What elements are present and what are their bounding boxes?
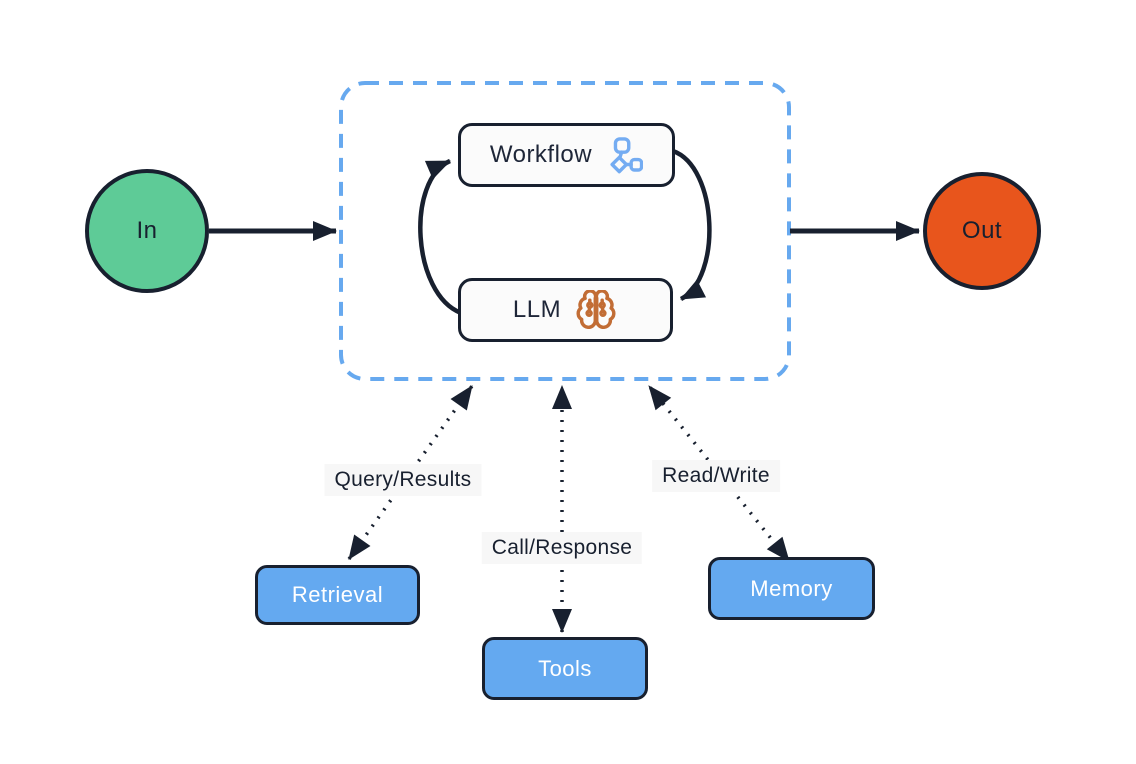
input-node-label: In — [136, 217, 158, 244]
memory-node: Memory — [708, 557, 875, 620]
edge-label-read-write: Read/Write — [652, 460, 780, 492]
edge-workflow-to-llm-arc — [672, 148, 712, 302]
llm-node-label: LLM — [512, 296, 562, 323]
workflow-node: Workflow — [458, 123, 675, 187]
output-node: Out — [923, 172, 1041, 290]
tools-node: Tools — [482, 637, 648, 700]
retrieval-node: Retrieval — [255, 565, 420, 625]
output-node-label: Out — [961, 217, 1003, 244]
edge-label-call-response: Call/Response — [481, 532, 643, 564]
retrieval-node-label: Retrieval — [291, 582, 384, 607]
agent-container-dashed-box — [339, 81, 791, 381]
llm-node: LLM — [458, 278, 673, 342]
workflow-node-label: Workflow — [489, 141, 593, 168]
tools-node-label: Tools — [538, 655, 592, 681]
memory-node-label: Memory — [750, 575, 833, 601]
brain-circuit-icon — [574, 290, 618, 330]
edge-label-query-results: Query/Results — [324, 464, 482, 496]
edge-llm-to-workflow-arc — [418, 158, 462, 316]
input-node: In — [85, 169, 209, 293]
workflow-graph-icon — [605, 136, 644, 174]
